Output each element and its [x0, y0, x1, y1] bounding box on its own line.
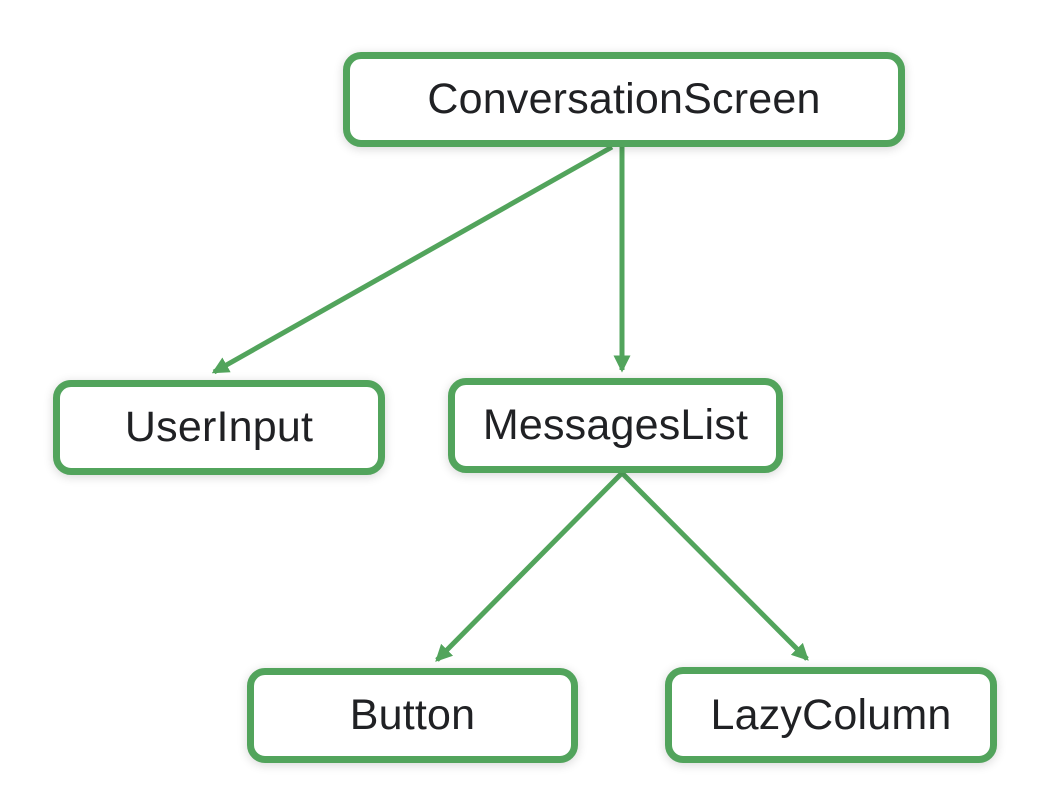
node-button: Button — [247, 668, 578, 763]
edge-conversationscreen-userinput — [211, 144, 614, 375]
node-conversation-screen: ConversationScreen — [343, 52, 905, 147]
node-lazy-column: LazyColumn — [665, 667, 997, 763]
node-user-input: UserInput — [53, 380, 385, 475]
node-label: ConversationScreen — [427, 75, 821, 123]
node-label: MessagesList — [482, 401, 749, 449]
node-label: UserInput — [124, 403, 314, 451]
node-messages-list: MessagesList — [448, 378, 783, 473]
edge-messageslist-lazycolumn — [620, 471, 809, 661]
edge-messageslist-button — [435, 471, 624, 662]
node-label: Button — [349, 691, 476, 739]
node-label: LazyColumn — [710, 690, 952, 739]
